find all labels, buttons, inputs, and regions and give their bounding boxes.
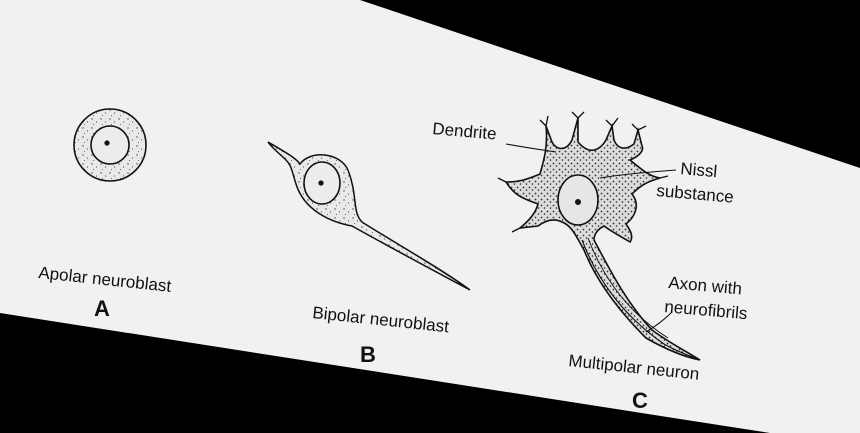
dendrite-leader-line xyxy=(505,143,557,153)
nissl-label-line1: Nissl xyxy=(680,159,718,181)
multipolar-neuron-cell xyxy=(497,111,701,361)
bipolar-neuroblast-cell xyxy=(267,141,471,291)
panel-c-letter: C xyxy=(632,388,648,413)
nissl-leader-line xyxy=(599,169,677,179)
apolar-neuroblast-cell xyxy=(73,108,147,182)
axon-leader-line xyxy=(645,311,673,333)
panel-b-letter: B xyxy=(360,342,376,367)
panel-a-letter: A xyxy=(94,296,110,321)
